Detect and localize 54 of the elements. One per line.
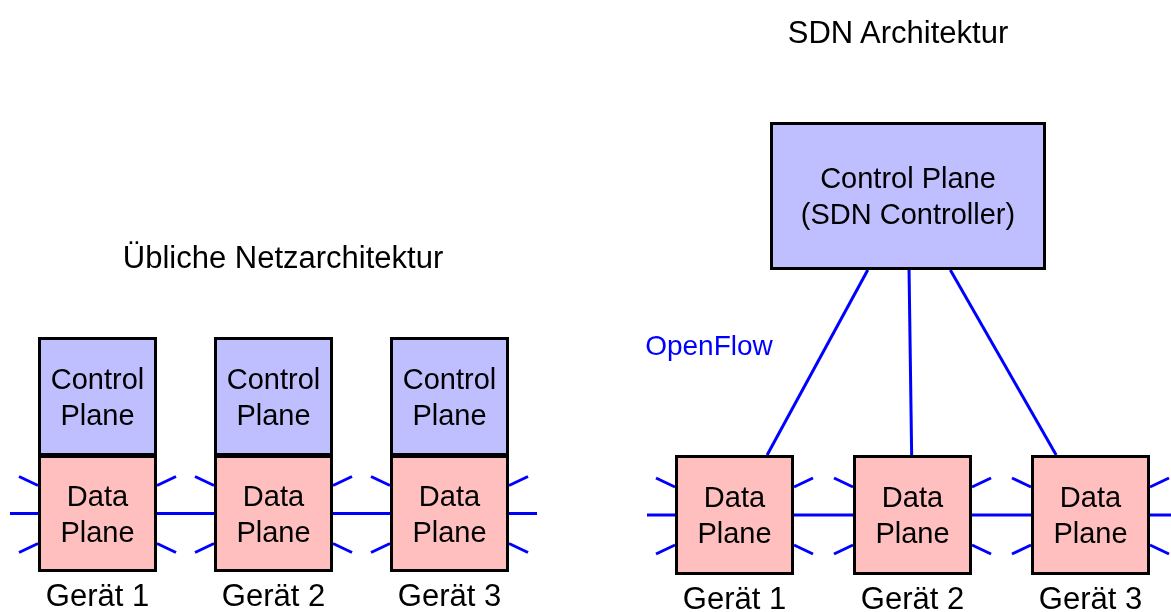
control-plane-box: Control Plane: [214, 337, 333, 456]
link-stub: [156, 542, 177, 554]
panel-heading: SDN Architektur: [787, 15, 1009, 51]
link-stub: [1011, 543, 1032, 556]
protocol-label: OpenFlow: [645, 329, 773, 363]
data-plane-box: Data Plane: [38, 455, 157, 572]
device-label: Gerät 2: [221, 578, 326, 612]
link-stub: [508, 542, 529, 554]
link-stub: [508, 475, 529, 487]
connection-line: [333, 512, 390, 515]
connection-line: [907, 269, 914, 456]
link-stub: [793, 476, 814, 489]
link-stub: [655, 543, 676, 556]
connection-line: [765, 269, 870, 456]
link-stub: [833, 476, 854, 489]
data-plane-box: Data Plane: [675, 455, 794, 575]
device-label: Gerät 1: [45, 578, 150, 612]
control-plane-box: Control Plane: [390, 337, 509, 456]
link-stub: [509, 512, 537, 515]
link-stub: [18, 542, 39, 554]
link-stub: [793, 543, 814, 556]
device-label: Gerät 3: [1038, 581, 1143, 612]
link-stub: [370, 475, 391, 487]
link-stub: [971, 543, 992, 556]
connection-line: [157, 512, 214, 515]
link-stub: [1149, 476, 1170, 489]
link-stub: [156, 475, 177, 487]
device-label: Gerät 3: [397, 578, 502, 612]
link-stub: [370, 542, 391, 554]
control-plane-box: Control Plane: [38, 337, 157, 456]
link-stub: [1150, 513, 1171, 517]
connection-line: [949, 269, 1058, 456]
link-stub: [647, 513, 675, 517]
link-stub: [332, 542, 353, 554]
link-stub: [10, 512, 38, 515]
connection-line: [794, 513, 853, 517]
data-plane-box: Data Plane: [853, 455, 972, 575]
controller-box: Control Plane (SDN Controller): [770, 122, 1046, 270]
link-stub: [332, 475, 353, 487]
panel-heading: Übliche Netzarchitektur: [122, 240, 444, 276]
link-stub: [1149, 543, 1170, 556]
data-plane-box: Data Plane: [390, 455, 509, 572]
link-stub: [655, 476, 676, 489]
device-label: Gerät 1: [682, 581, 787, 612]
link-stub: [194, 542, 215, 554]
link-stub: [194, 475, 215, 487]
link-stub: [1011, 476, 1032, 489]
link-stub: [971, 476, 992, 489]
data-plane-box: Data Plane: [1031, 455, 1150, 575]
data-plane-box: Data Plane: [214, 455, 333, 572]
link-stub: [833, 543, 854, 556]
link-stub: [18, 475, 39, 487]
connection-line: [972, 513, 1031, 517]
device-label: Gerät 2: [860, 581, 965, 612]
